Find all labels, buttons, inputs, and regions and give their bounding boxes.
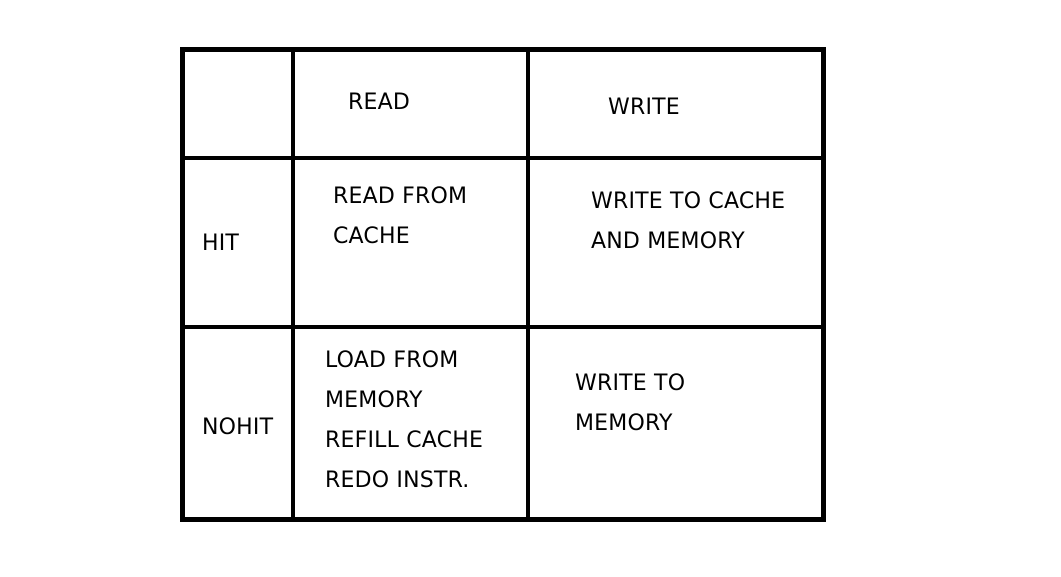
hit-read-cell: READ FROM CACHE: [333, 177, 467, 257]
row-label-nohit: NOHIT: [202, 415, 274, 440]
hit-read-line: CACHE: [333, 224, 410, 249]
nohit-write-line: WRITE TO: [575, 371, 686, 396]
hit-write-line: WRITE TO CACHE: [591, 189, 786, 214]
table-divider-col-2: [526, 47, 530, 522]
table-border-top: [180, 47, 826, 52]
hit-write-line: AND MEMORY: [591, 229, 745, 254]
nohit-write-line: MEMORY: [575, 411, 673, 436]
table-border-bottom: [180, 517, 826, 522]
nohit-read-line: LOAD FROM: [325, 348, 459, 373]
hit-read-line: READ FROM: [333, 184, 468, 209]
table-divider-row-2: [180, 325, 826, 329]
table-divider-row-1: [180, 156, 826, 160]
header-write: WRITE: [608, 95, 680, 120]
nohit-read-line: MEMORY: [325, 388, 423, 413]
nohit-read-line: REDO INSTR.: [325, 468, 470, 493]
hit-write-cell: WRITE TO CACHE AND MEMORY: [591, 182, 785, 262]
nohit-write-cell: WRITE TO MEMORY: [575, 364, 685, 444]
table-border-right: [821, 47, 826, 522]
row-label-hit: HIT: [202, 231, 240, 256]
header-read: READ: [348, 90, 410, 115]
table-border-left: [180, 47, 185, 522]
nohit-read-line: REFILL CACHE: [325, 428, 484, 453]
nohit-read-cell: LOAD FROM MEMORY REFILL CACHE REDO INSTR…: [325, 341, 483, 501]
table-divider-col-1: [291, 47, 295, 522]
